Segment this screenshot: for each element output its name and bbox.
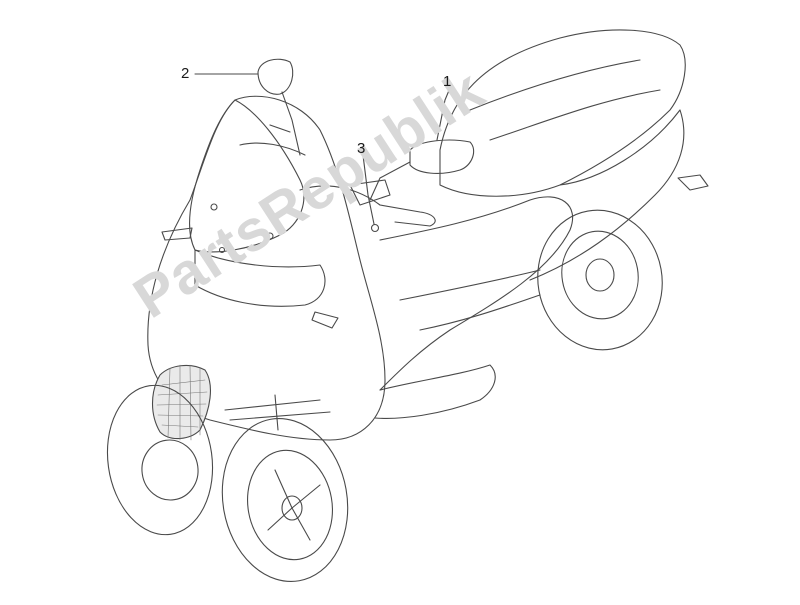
callout-2: 2 bbox=[181, 65, 190, 82]
headlight bbox=[194, 249, 326, 307]
rear-disc bbox=[561, 230, 639, 320]
floorboard bbox=[374, 364, 496, 419]
seat-detail bbox=[469, 59, 661, 141]
front-grille bbox=[151, 364, 211, 440]
front-wheel-right bbox=[221, 417, 349, 583]
mirror-left bbox=[257, 58, 301, 156]
body-side bbox=[379, 196, 574, 391]
control-screw bbox=[370, 223, 380, 233]
windscreen bbox=[189, 99, 305, 253]
leader-line-3 bbox=[362, 154, 375, 225]
mirror-right bbox=[369, 139, 475, 201]
rear-body bbox=[529, 109, 685, 281]
rear-wheel bbox=[537, 209, 663, 351]
front-wheel-left bbox=[106, 384, 214, 536]
seat-outline bbox=[439, 29, 686, 197]
front-suspension bbox=[224, 394, 331, 431]
front-fairing bbox=[147, 95, 386, 441]
console bbox=[349, 179, 391, 206]
leader-line-1 bbox=[436, 87, 451, 141]
rear-light bbox=[677, 174, 709, 191]
callout-3: 3 bbox=[357, 140, 366, 157]
callout-1: 1 bbox=[443, 73, 452, 90]
